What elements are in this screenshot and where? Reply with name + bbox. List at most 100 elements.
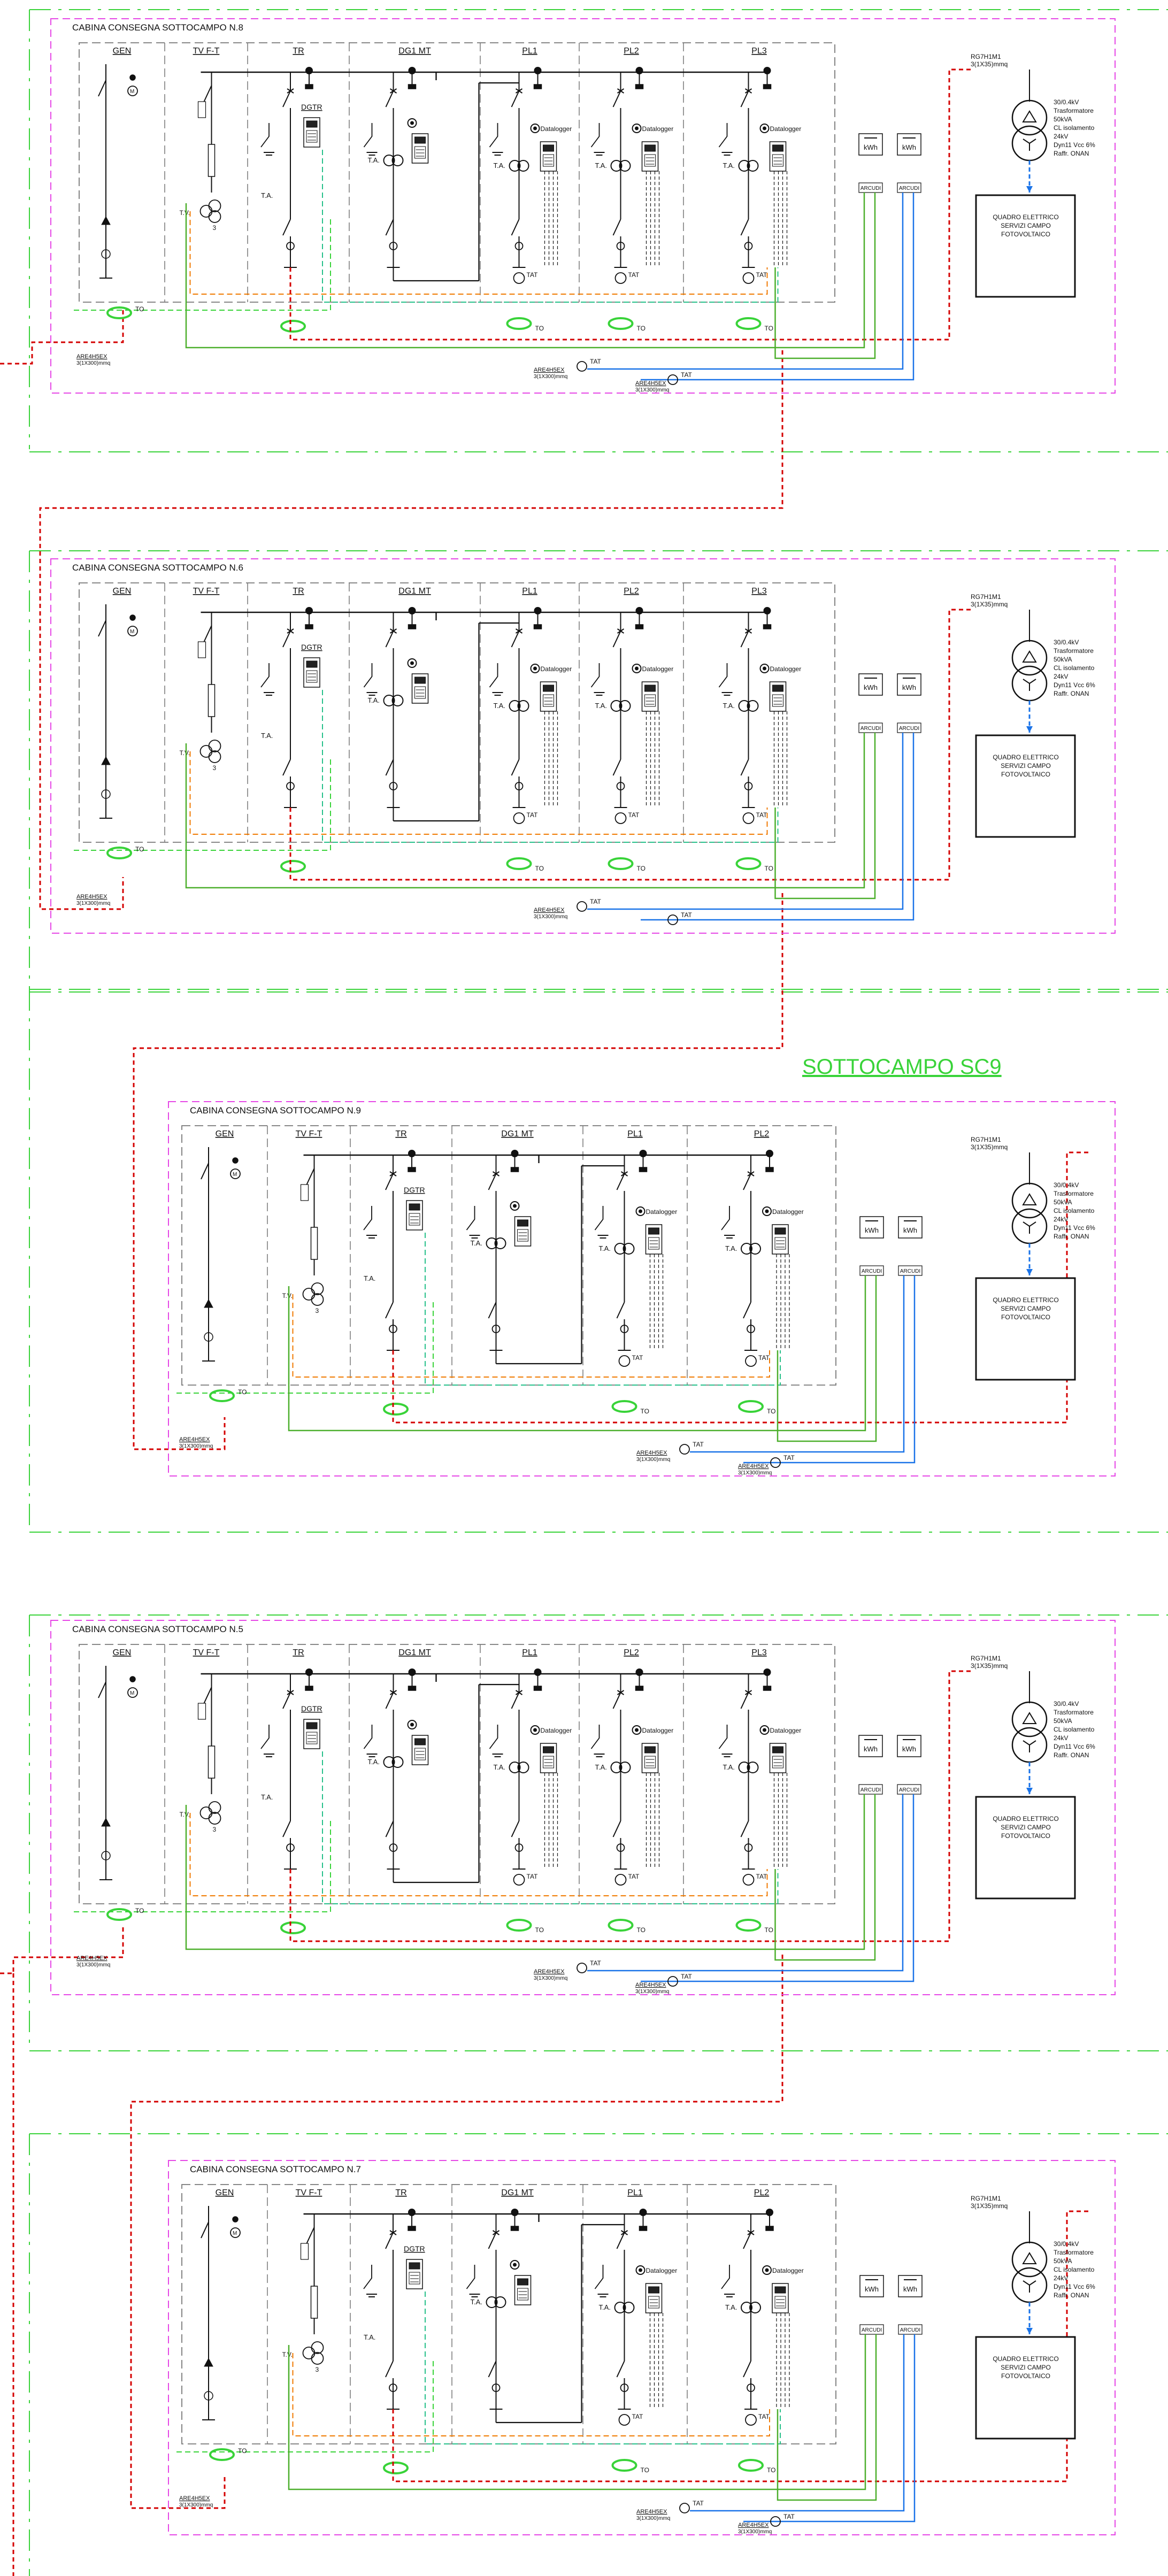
relay-keypad-icon — [517, 1229, 528, 1242]
cable-tag: ARE4H5EX — [636, 2509, 667, 2515]
datalogger-icon — [635, 666, 639, 671]
breaker-cross-icon — [492, 2230, 500, 2235]
datalogger-icon — [763, 126, 766, 130]
tat-label: TAT — [693, 1441, 704, 1448]
surge-icon — [286, 242, 295, 250]
orange-control-line — [189, 751, 768, 835]
column-label-gen: GEN — [113, 1648, 132, 1657]
panel-label: FOTOVOLTAICO — [1001, 230, 1050, 238]
blue-wire — [690, 1275, 905, 1453]
motor-label: M — [130, 1690, 134, 1696]
kwh-meter-icon — [858, 1735, 883, 1757]
to-label: TO — [535, 1926, 544, 1934]
transformer-spec: Trasformatore — [1054, 2249, 1094, 2256]
surge-icon — [514, 1843, 524, 1852]
tat-label: TAT — [590, 1959, 602, 1967]
cabin-title: CABINA CONSEGNA SOTTOCAMPO N.5 — [72, 1624, 243, 1634]
current-transformer-icon — [738, 700, 750, 712]
column-label-pl3: PL3 — [751, 1648, 767, 1657]
relay-display-icon — [414, 1738, 426, 1745]
fuse-icon — [208, 684, 216, 717]
arrow-up-icon — [204, 2357, 213, 2367]
ta-label: T.A. — [723, 162, 735, 170]
current-transformer-icon — [610, 160, 623, 172]
tat-label: TAT — [628, 271, 640, 279]
kwh-label: kWh — [902, 1745, 916, 1753]
arcudi-box — [898, 2324, 923, 2335]
motor-label: M — [233, 2231, 237, 2236]
datalogger-icon — [533, 1728, 537, 1732]
disconnector-icon — [740, 1820, 749, 1837]
tat-icon — [513, 1874, 525, 1886]
relay-display-icon — [543, 685, 554, 692]
tv-count-label: 3 — [213, 1826, 217, 1833]
tat-label: TAT — [527, 271, 539, 279]
kwh-label: kWh — [864, 683, 878, 691]
relay-display-icon — [772, 685, 783, 692]
current-transformer-icon — [610, 1762, 623, 1773]
measure-icon — [513, 2263, 517, 2267]
datalogger-label: Datalogger — [770, 665, 802, 673]
transformer-spec: 50kVA — [1054, 2257, 1072, 2265]
cable-label: RG7H1M1 — [971, 53, 1001, 60]
relay-keypad-icon — [648, 2296, 659, 2309]
column-label-tr: TR — [395, 1129, 406, 1139]
datalogger-icon — [635, 1728, 639, 1732]
cable-tag: ARE4H5EX — [179, 2495, 210, 2502]
fuse-icon — [533, 84, 542, 89]
fuse-icon — [639, 1167, 648, 1172]
toroid-icon — [735, 1919, 762, 1932]
measure-icon — [407, 1720, 417, 1729]
arrow-down-icon — [1026, 1269, 1033, 1275]
indicator-icon — [763, 1668, 771, 1676]
cabin-border — [50, 18, 1116, 394]
orange-control-line — [189, 211, 768, 295]
relay-display-icon — [306, 1722, 318, 1729]
transformer-spec: CL isolamento — [1054, 1726, 1095, 1733]
to-label: TO — [767, 1408, 775, 1415]
tat-icon — [667, 374, 678, 385]
current-transformer-icon — [610, 700, 623, 712]
breaker-cross-icon — [620, 2230, 628, 2235]
ta-label: T.A. — [261, 732, 273, 740]
ta-label: T.A. — [368, 1758, 380, 1766]
indicator-icon — [232, 2216, 239, 2223]
column-label-pl2: PL2 — [754, 1129, 770, 1139]
blue-wire — [743, 2334, 916, 2523]
relay-keypad-icon — [409, 1213, 420, 1226]
voltage-transformer-icon — [199, 745, 213, 758]
tv-label: T.V. — [180, 749, 190, 757]
mv-link — [0, 1925, 124, 1974]
datalogger-icon — [639, 2268, 642, 2272]
current-transformer-icon — [494, 2296, 506, 2308]
cable-tag-sub: 3(1X300)mmq — [534, 374, 567, 380]
column-label-pl1: PL1 — [627, 2188, 643, 2197]
datalogger-icon — [635, 126, 639, 130]
breaker-cross-icon — [515, 1690, 523, 1695]
datalogger-icon — [632, 1725, 642, 1735]
datalogger-label: Datalogger — [541, 1727, 572, 1734]
kwh-label: kWh — [865, 2285, 879, 2293]
toroid-icon — [280, 320, 306, 333]
cabin-border — [168, 2160, 1116, 2535]
kwh-label: kWh — [903, 1226, 917, 1234]
fuse-block-icon — [300, 1184, 309, 1201]
arcudi-label: ARCUDI — [862, 1268, 882, 1274]
breaker-icon — [511, 630, 520, 648]
fuse-icon — [533, 624, 542, 629]
breaker-cross-icon — [287, 628, 294, 634]
green-wire — [288, 2334, 866, 2490]
to-label: TO — [535, 325, 544, 332]
relay-display-icon — [644, 685, 656, 692]
star-winding-icon — [1023, 2280, 1030, 2286]
fuse-icon — [635, 624, 644, 629]
cable-label: 3(1X35)mmq — [971, 601, 1008, 608]
voltage-transformer-icon — [199, 205, 213, 218]
fuse-icon — [533, 1686, 542, 1691]
measure-icon — [410, 661, 414, 665]
voltage-transformer-icon — [208, 1812, 221, 1825]
panel-label: SERVIZI CAMPO — [1001, 2364, 1051, 2371]
datalogger-label: Datalogger — [772, 2267, 804, 2274]
mv-cable-red — [289, 609, 973, 881]
service-transformer-icon — [1011, 2241, 1048, 2278]
